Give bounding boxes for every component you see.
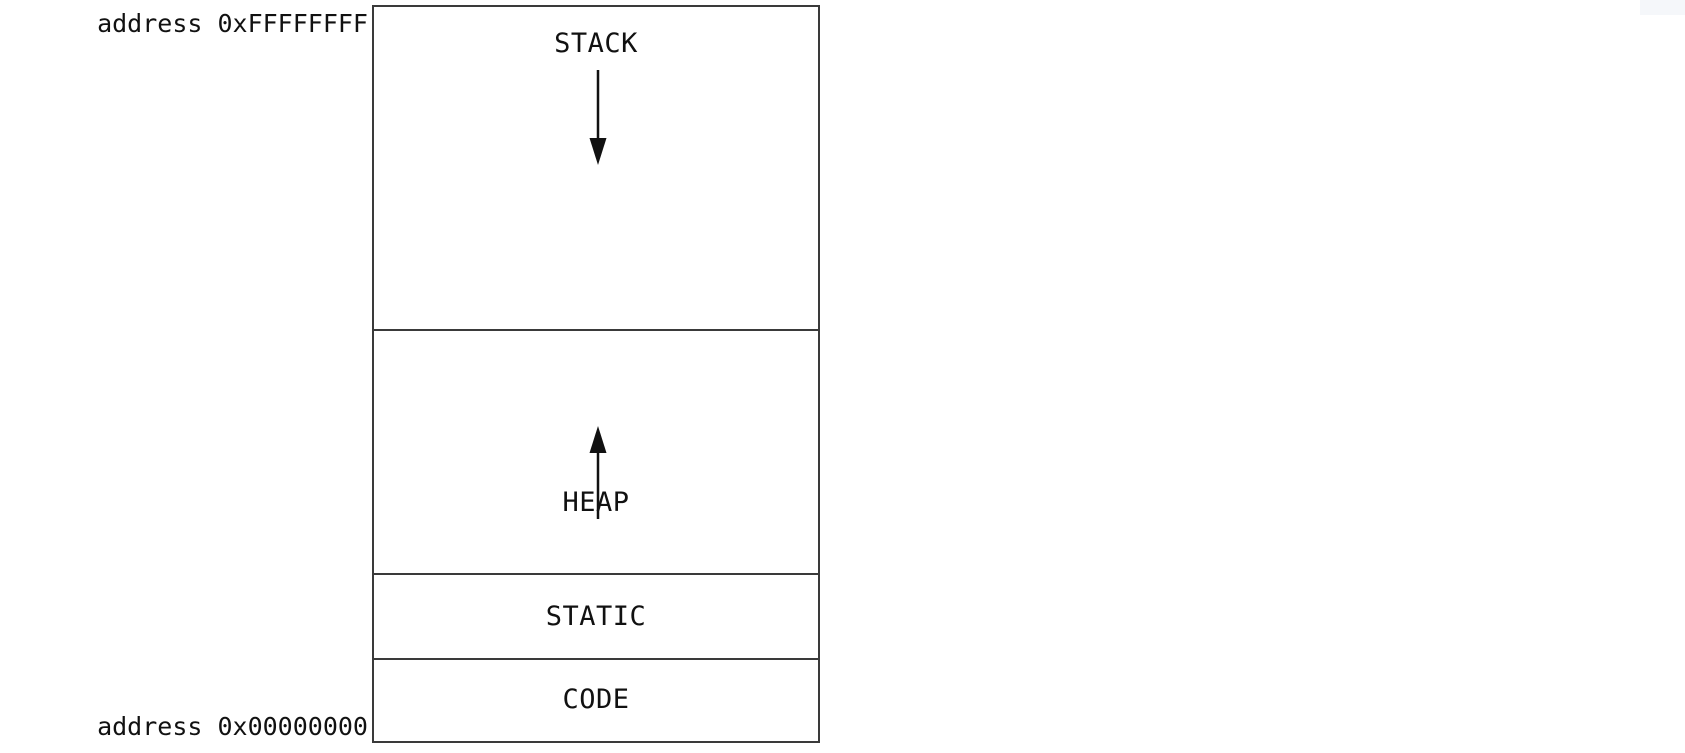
up-arrow-icon [374, 331, 822, 575]
high-address-annotation: address 0xFFFFFFFF [97, 9, 368, 38]
segment-heap: HEAP [374, 331, 818, 575]
segment-code: CODE [374, 660, 818, 741]
segment-label-code: CODE [562, 684, 630, 715]
segment-static: STATIC [374, 575, 818, 660]
up-arrow-glyph [589, 426, 607, 519]
heap-growth-arrow [374, 331, 818, 573]
corner-panel-artifact [1640, 0, 1685, 15]
segment-label-static: STATIC [545, 601, 647, 632]
heap-growth-arrow-shape [374, 331, 818, 573]
segment-label-heap: HEAP [562, 487, 630, 518]
segment-label-stack: STACK [554, 28, 638, 59]
segment-stack: STACK [374, 7, 818, 331]
memory-layout-box: STACK HEAP STATIC [372, 5, 820, 743]
low-address-annotation: address 0x00000000 [97, 712, 368, 741]
